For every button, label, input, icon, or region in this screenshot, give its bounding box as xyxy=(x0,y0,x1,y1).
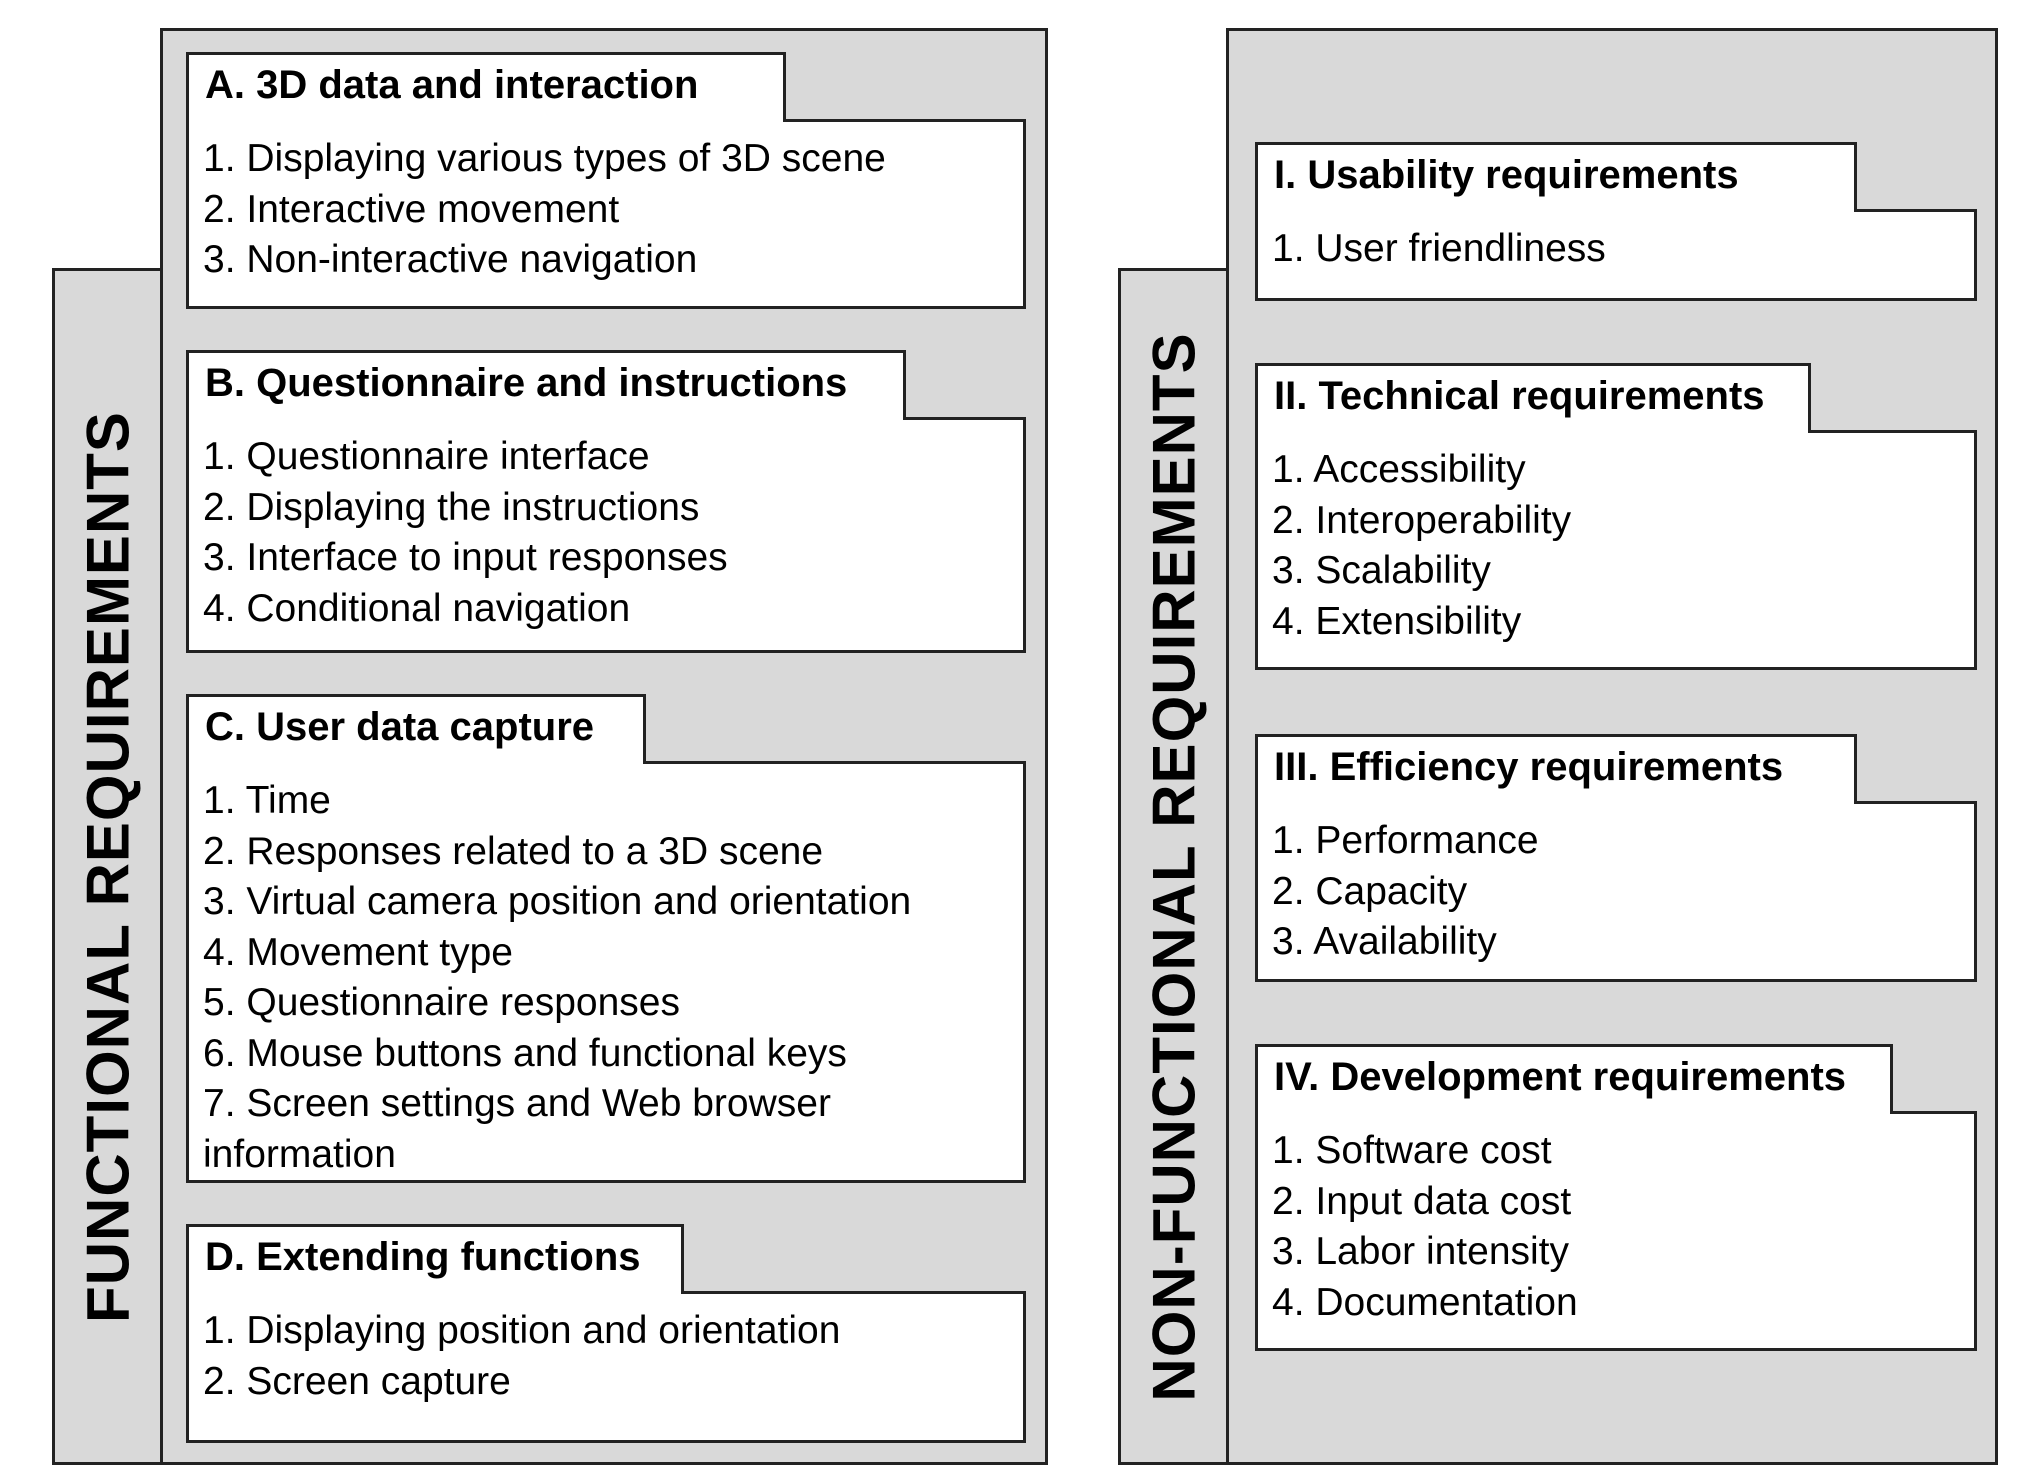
list-item: 2. Screen capture xyxy=(203,1359,511,1403)
list-item: 2. Interoperability xyxy=(1272,498,1572,542)
group-ii-title: II. Technical requirements xyxy=(1255,363,1811,433)
list-item: 1. Time xyxy=(203,779,331,822)
group-a-title: A. 3D data and interaction xyxy=(186,52,786,122)
list-item: 3. Virtual camera position and orientati… xyxy=(203,880,912,923)
list-item: 2. Displaying the instructions xyxy=(203,485,700,529)
group-iv-title: IV. Development requirements xyxy=(1255,1044,1893,1114)
list-item: information xyxy=(203,1132,396,1176)
list-item: 1. Performance xyxy=(1272,819,1539,862)
list-item: 3. Interface to input responses xyxy=(203,536,728,579)
list-item: 3. Availability xyxy=(1272,920,1497,963)
list-item: 2. Interactive movement xyxy=(203,187,620,231)
list-item: 1. Questionnaire interface xyxy=(203,435,650,478)
group-iii-body: 1. Performance 2. Capacity 3. Availabili… xyxy=(1255,801,1977,982)
group-c-title: C. User data capture xyxy=(186,694,646,764)
list-item: 2. Responses related to a 3D scene xyxy=(203,829,824,873)
group-i-body: 1. User friendliness xyxy=(1255,209,1977,301)
non-functional-requirements-label: NON-FUNCTIONAL REQUIREMENTS xyxy=(1140,331,1207,1402)
list-item: 1. Accessibility xyxy=(1272,448,1526,491)
functional-label-strip: FUNCTIONAL REQUIREMENTS xyxy=(52,268,163,1465)
list-item: 4. Extensibility xyxy=(1272,599,1522,643)
list-item: 7. Screen settings and Web browser xyxy=(203,1082,831,1125)
group-d-body: 1. Displaying position and orientation 2… xyxy=(186,1291,1026,1443)
list-item: 5. Questionnaire responses xyxy=(203,981,680,1024)
list-item: 4. Documentation xyxy=(1272,1280,1578,1324)
list-item: 2. Capacity xyxy=(1272,869,1468,913)
list-item: 1. User friendliness xyxy=(1272,227,1606,270)
group-d-title: D. Extending functions xyxy=(186,1224,684,1294)
list-item: 2. Input data cost xyxy=(1272,1179,1572,1223)
group-c-body: 1. Time 2. Responses related to a 3D sce… xyxy=(186,761,1026,1183)
list-item: 6. Mouse buttons and functional keys xyxy=(203,1031,847,1075)
group-a-body: 1. Displaying various types of 3D scene … xyxy=(186,119,1026,309)
list-item: 1. Software cost xyxy=(1272,1129,1552,1172)
non-functional-label-strip: NON-FUNCTIONAL REQUIREMENTS xyxy=(1118,268,1229,1465)
group-iv-body: 1. Software cost 2. Input data cost 3. L… xyxy=(1255,1111,1977,1351)
list-item: 4. Movement type xyxy=(203,930,513,974)
list-item: 1. Displaying various types of 3D scene xyxy=(203,137,886,180)
list-item: 3. Non-interactive navigation xyxy=(203,238,698,281)
list-item: 3. Scalability xyxy=(1272,549,1491,592)
group-b-body: 1. Questionnaire interface 2. Displaying… xyxy=(186,417,1026,653)
functional-requirements-label: FUNCTIONAL REQUIREMENTS xyxy=(74,410,141,1323)
group-i-title: I. Usability requirements xyxy=(1255,142,1857,212)
list-item: 1. Displaying position and orientation xyxy=(203,1309,841,1352)
list-item: 3. Labor intensity xyxy=(1272,1230,1570,1273)
list-item: 4. Conditional navigation xyxy=(203,586,631,630)
group-b-title: B. Questionnaire and instructions xyxy=(186,350,906,420)
group-ii-body: 1. Accessibility 2. Interoperability 3. … xyxy=(1255,430,1977,670)
group-iii-title: III. Efficiency requirements xyxy=(1255,734,1857,804)
